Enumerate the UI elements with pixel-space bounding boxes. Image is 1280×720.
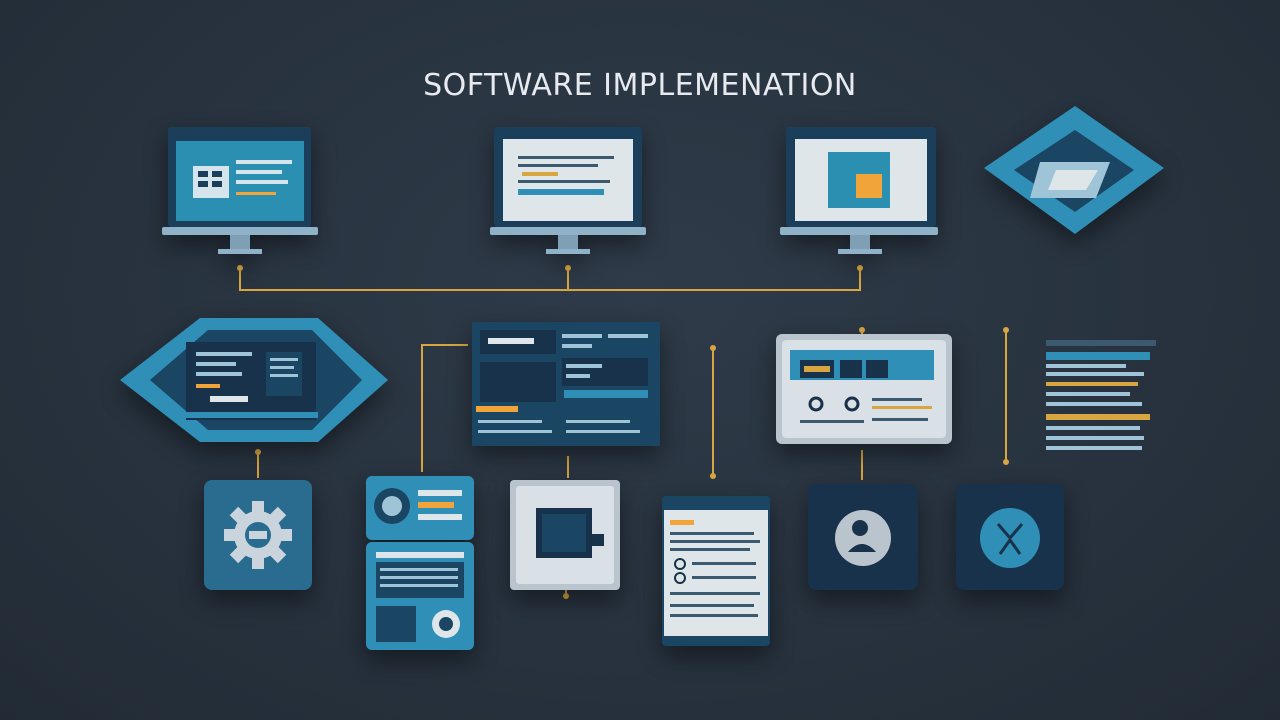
- connector-dots: [237, 265, 1009, 599]
- checklist-document-icon: [662, 496, 770, 646]
- hub-icon: [366, 476, 474, 650]
- connector-hub-elbow: [421, 344, 468, 472]
- monitor-icon: [490, 127, 646, 254]
- person-icon: [808, 484, 918, 590]
- connector-top-bus: [239, 268, 861, 291]
- monitor-icon: [162, 127, 318, 254]
- flow-panel-icon: [776, 334, 952, 444]
- diagram-title: SOFTWARE IMPLEMENATION: [423, 68, 857, 103]
- monitor-icon: [780, 127, 938, 254]
- diamond-badge-icon: [984, 106, 1164, 234]
- shield-icon: [956, 484, 1064, 590]
- hexagon-screen-panel: [120, 318, 388, 442]
- dashboard-icon: [472, 322, 660, 446]
- document-icon: [510, 480, 620, 590]
- gear-icon: [204, 480, 312, 590]
- report-icon: [1046, 340, 1156, 450]
